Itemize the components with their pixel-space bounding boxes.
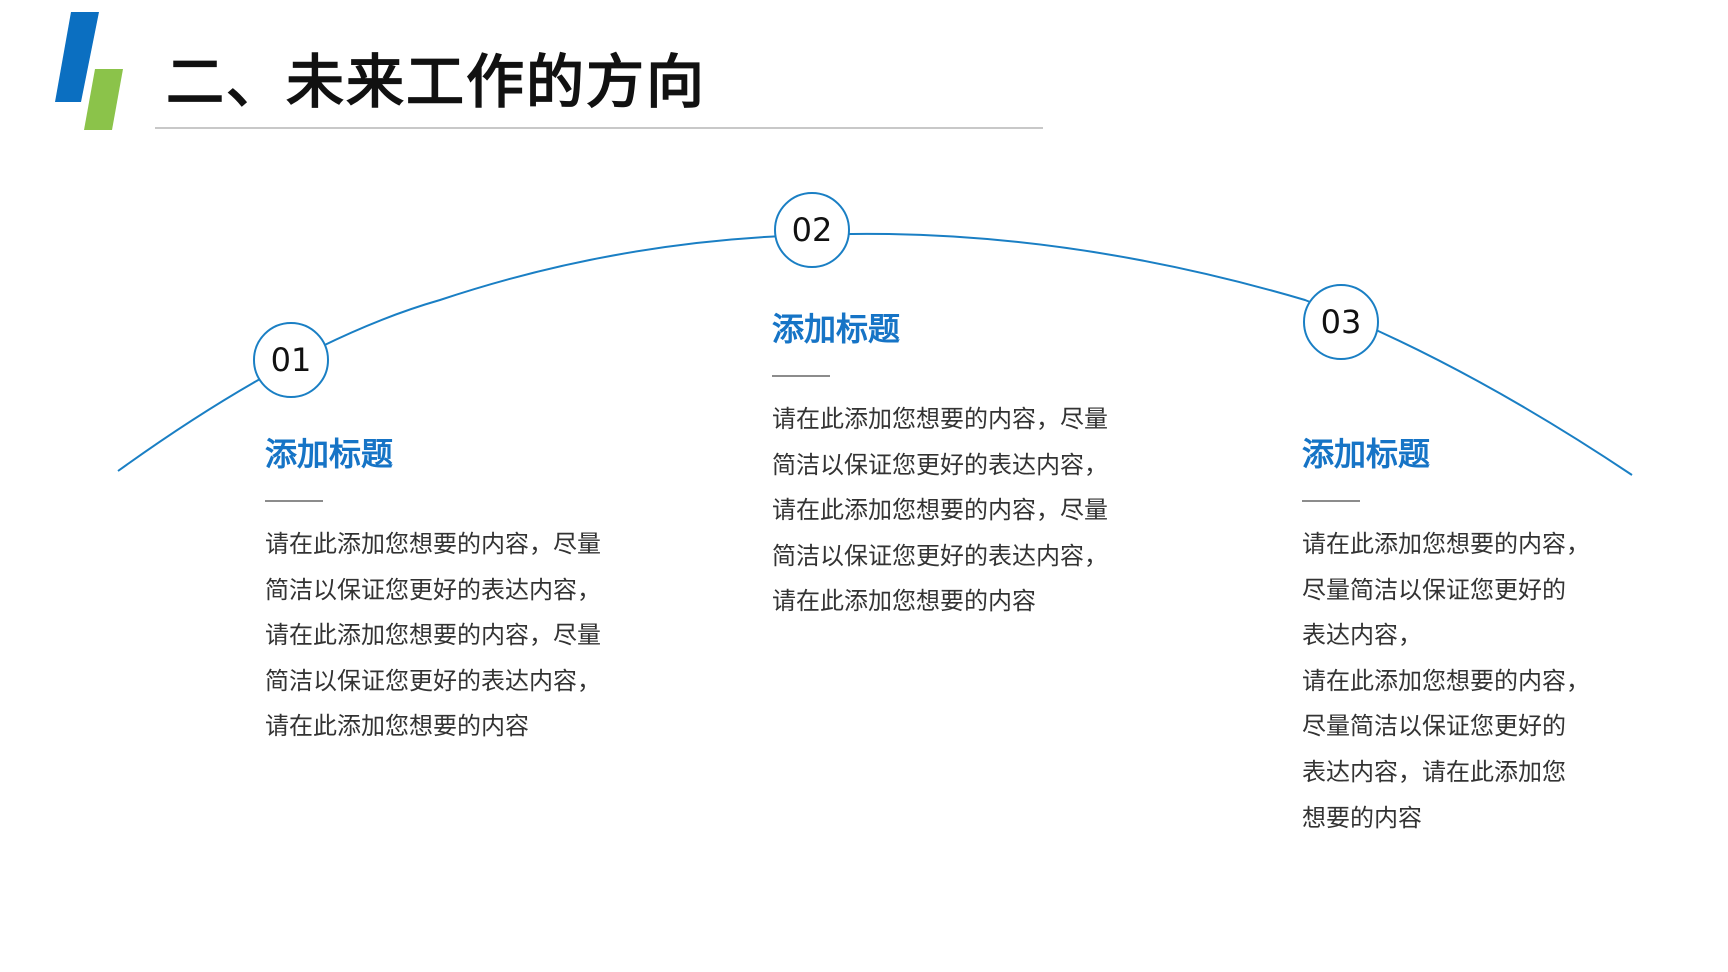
logo-green-stripe — [84, 69, 123, 130]
step-body-line: 简洁以保证您更好的表达内容， — [265, 666, 601, 695]
step-body-line: 请在此添加您想要的内容， — [1302, 666, 1590, 695]
step-body-line: 请在此添加您想要的内容，尽量 — [265, 621, 601, 650]
title-divider — [155, 127, 1043, 129]
step-body-line: 表达内容， — [1302, 621, 1422, 650]
step-heading: 添加标题 — [265, 435, 394, 473]
step-number-badge: 02 — [774, 192, 850, 268]
step-heading-rule — [1302, 500, 1360, 502]
step-heading-rule — [772, 375, 830, 377]
step-body-line: 请在此添加您想要的内容，尽量 — [265, 530, 601, 558]
step-card: 添加标题 请在此添加您想要的内容， 尽量简洁以保证您更好的 表达内容， 请在此添… — [1302, 432, 1622, 841]
step-body-line: 请在此添加您想要的内容 — [265, 712, 529, 741]
step-body-line: 简洁以保证您更好的表达内容， — [265, 575, 601, 604]
step-body: 请在此添加您想要的内容， 尽量简洁以保证您更好的 表达内容， 请在此添加您想要的… — [1302, 522, 1622, 841]
page-title: 二、未来工作的方向 — [166, 48, 707, 116]
step-body-line: 请在此添加您想要的内容，尽量 — [772, 496, 1108, 525]
step-body: 请在此添加您想要的内容，尽量 简洁以保证您更好的表达内容， 请在此添加您想要的内… — [772, 397, 1172, 625]
step-body-line: 想要的内容 — [1302, 803, 1422, 832]
step-body-line: 简洁以保证您更好的表达内容， — [772, 541, 1108, 570]
step-heading-rule — [265, 500, 323, 502]
step-body: 请在此添加您想要的内容，尽量 简洁以保证您更好的表达内容， 请在此添加您想要的内… — [265, 522, 665, 750]
step-card: 添加标题 请在此添加您想要的内容，尽量 简洁以保证您更好的表达内容， 请在此添加… — [265, 432, 665, 750]
step-body-line: 请在此添加您想要的内容 — [772, 587, 1036, 616]
step-body-line: 尽量简洁以保证您更好的 — [1302, 712, 1566, 741]
logo-blue-stripe — [55, 12, 99, 102]
logo-stripes-icon — [55, 12, 123, 130]
step-body-line: 简洁以保证您更好的表达内容， — [772, 450, 1108, 479]
step-heading: 添加标题 — [1302, 435, 1431, 473]
step-body-line: 尽量简洁以保证您更好的 — [1302, 575, 1566, 604]
step-body-line: 请在此添加您想要的内容， — [1302, 530, 1590, 558]
step-heading: 添加标题 — [772, 310, 901, 348]
step-card: 添加标题 请在此添加您想要的内容，尽量 简洁以保证您更好的表达内容， 请在此添加… — [772, 307, 1172, 625]
step-body-line: 表达内容，请在此添加您 — [1302, 757, 1566, 786]
step-number-badge: 01 — [253, 322, 329, 398]
step-number-badge: 03 — [1303, 284, 1379, 360]
step-body-line: 请在此添加您想要的内容，尽量 — [772, 405, 1108, 433]
